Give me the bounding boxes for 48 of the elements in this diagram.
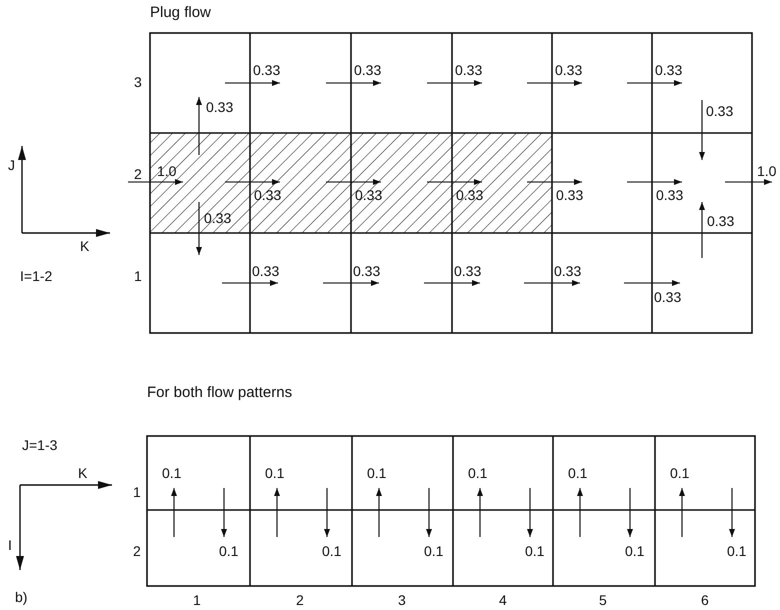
flow-value: 0.1: [322, 543, 342, 559]
column-number: 4: [499, 592, 507, 608]
panel-title: For both flow patterns: [147, 385, 292, 401]
flow-value: 0.33: [654, 289, 682, 305]
axis-label: K: [80, 238, 90, 254]
flow-value: 0.1: [424, 543, 444, 559]
flow-value: 0.1: [670, 465, 690, 481]
column-number: 3: [398, 592, 406, 608]
flow-value: 0.1: [468, 465, 488, 481]
range-note: J=1-3: [22, 437, 58, 453]
axis-label: J: [8, 157, 15, 173]
flow-value: 0.1: [162, 465, 182, 481]
flow-value: 0.1: [265, 465, 284, 481]
flow-value: 0.33: [454, 263, 482, 279]
panel-title: Plug flow: [150, 5, 211, 21]
flow-value: 0.33: [253, 62, 280, 78]
row-number: 2: [134, 166, 142, 182]
axis-label: K: [78, 465, 88, 481]
flow-value: 0.1: [219, 543, 238, 559]
row-number: 3: [134, 74, 142, 90]
column-number: 6: [701, 592, 709, 608]
flow-value: 0.33: [706, 103, 734, 119]
row-number: 2: [133, 543, 141, 559]
flow-value: 0.33: [455, 62, 482, 78]
flow-value: 0.33: [554, 263, 582, 279]
flow-value: 0.33: [354, 62, 382, 78]
flow-value: 0.33: [655, 62, 682, 78]
flow-value: 0.33: [556, 187, 584, 203]
flow-value: 0.1: [525, 543, 544, 559]
flow-value: 0.1: [625, 543, 644, 559]
flow-value: 0.33: [353, 263, 380, 279]
flow-value: 0.33: [206, 99, 234, 115]
row-number: 1: [134, 268, 142, 284]
panel-letter: b): [15, 589, 28, 605]
flow-value: 0.33: [252, 263, 280, 279]
row-number: 1: [133, 484, 141, 500]
flow-value: 0.1: [568, 465, 588, 481]
range-note: I=1-2: [20, 268, 52, 284]
flow-value: 0.1: [727, 543, 746, 559]
column-number: 5: [599, 592, 607, 608]
flow-value: 0.33: [707, 213, 734, 229]
axis-label: I: [8, 537, 12, 553]
column-number: 2: [296, 592, 304, 608]
column-number: 1: [193, 592, 201, 608]
flow-value: 1.0: [757, 163, 776, 179]
flow-value: 0.1: [367, 465, 386, 481]
flow-value: 0.33: [656, 187, 684, 203]
flow-value: 0.33: [555, 62, 582, 78]
